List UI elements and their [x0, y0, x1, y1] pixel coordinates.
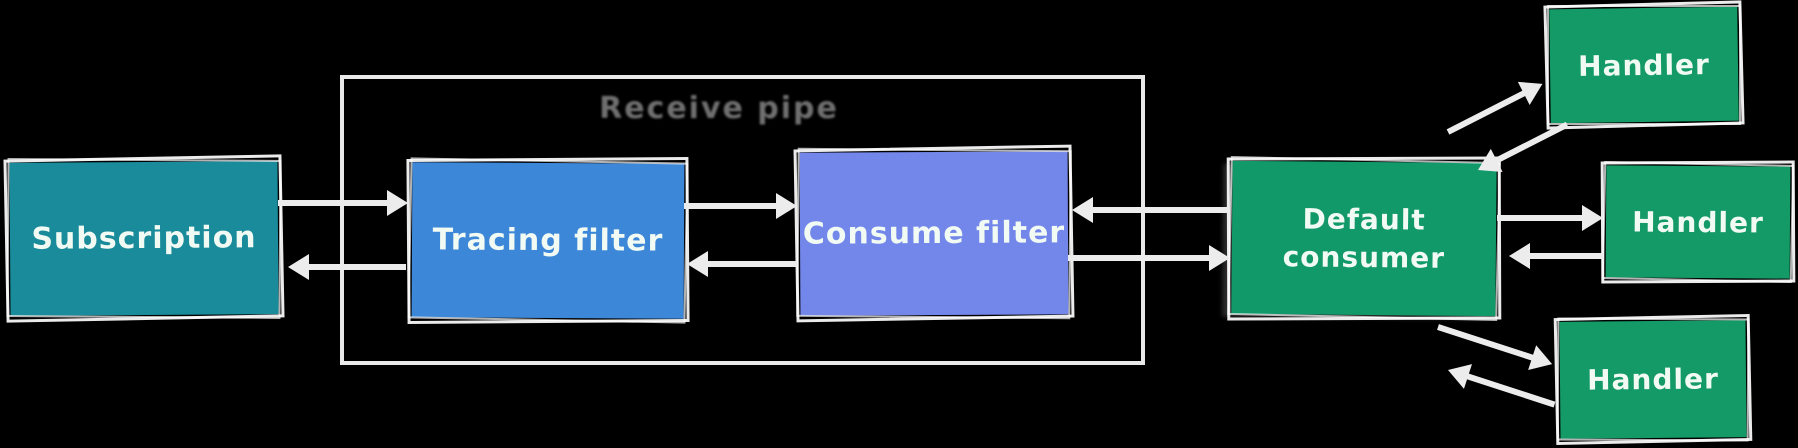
node-handler-bottom: Handler — [1559, 320, 1747, 439]
arrow-head-left-icon — [1509, 243, 1530, 269]
node-consume-filter: Consume filter — [799, 151, 1069, 316]
receive-pipe-container: Receive pipe — [340, 75, 1145, 365]
arrow-default-consumer-to-handler-middle — [1497, 205, 1603, 231]
arrow-shaft — [303, 264, 406, 270]
arrow-head-left-icon — [687, 251, 708, 277]
arrow-default-consumer-to-consume-filter — [1072, 197, 1228, 223]
arrow-head-right-icon — [1582, 205, 1603, 231]
arrow-shaft — [1524, 253, 1603, 259]
arrow-shaft — [1446, 88, 1531, 135]
arrow-shaft — [1461, 371, 1556, 408]
subscription-label: Subscription — [31, 220, 257, 257]
arrow-head-right-icon — [1209, 245, 1230, 271]
arrow-tracing-filter-to-subscription — [288, 254, 406, 280]
arrow-consume-filter-to-tracing-filter — [687, 251, 797, 277]
arrow-subscription-to-tracing-filter — [278, 190, 408, 216]
arrow-shaft — [278, 200, 393, 206]
arrow-consume-filter-to-default-consumer — [1068, 245, 1230, 271]
node-handler-middle: Handler — [1605, 165, 1791, 279]
arrow-head-left-icon — [1072, 197, 1093, 223]
arrow-shaft — [1437, 324, 1539, 363]
arrow-head-left-icon — [1443, 357, 1472, 389]
arrow-head-left-icon — [288, 254, 309, 280]
arrow-shaft — [1087, 207, 1228, 213]
node-handler-top: Handler — [1549, 6, 1739, 124]
default-consumer-label: Default consumer — [1282, 202, 1446, 275]
arrow-shaft — [1068, 255, 1215, 261]
arrow-shaft — [684, 203, 782, 209]
handler-bottom-label: Handler — [1586, 362, 1719, 397]
node-default-consumer: Default consumer — [1231, 160, 1497, 317]
consume-filter-label: Consume filter — [802, 215, 1066, 252]
arrow-head-right-icon — [387, 190, 408, 216]
arrow-shaft — [1497, 215, 1588, 221]
handler-top-label: Handler — [1577, 47, 1711, 83]
node-subscription: Subscription — [9, 161, 279, 316]
arrow-shaft — [702, 261, 797, 267]
arrow-shaft — [1490, 121, 1569, 166]
arrow-tracing-filter-to-consume-filter — [684, 193, 797, 219]
node-tracing-filter: Tracing filter — [411, 162, 685, 319]
arrow-handler-middle-to-default-consumer — [1509, 243, 1603, 269]
handler-middle-label: Handler — [1632, 205, 1764, 239]
arrow-head-right-icon — [776, 193, 797, 219]
arrow-head-right-icon — [1528, 345, 1557, 377]
tracing-filter-label: Tracing filter — [432, 222, 664, 259]
arrow-head-right-icon — [1517, 72, 1549, 105]
receive-pipe-label: Receive pipe — [599, 91, 839, 126]
